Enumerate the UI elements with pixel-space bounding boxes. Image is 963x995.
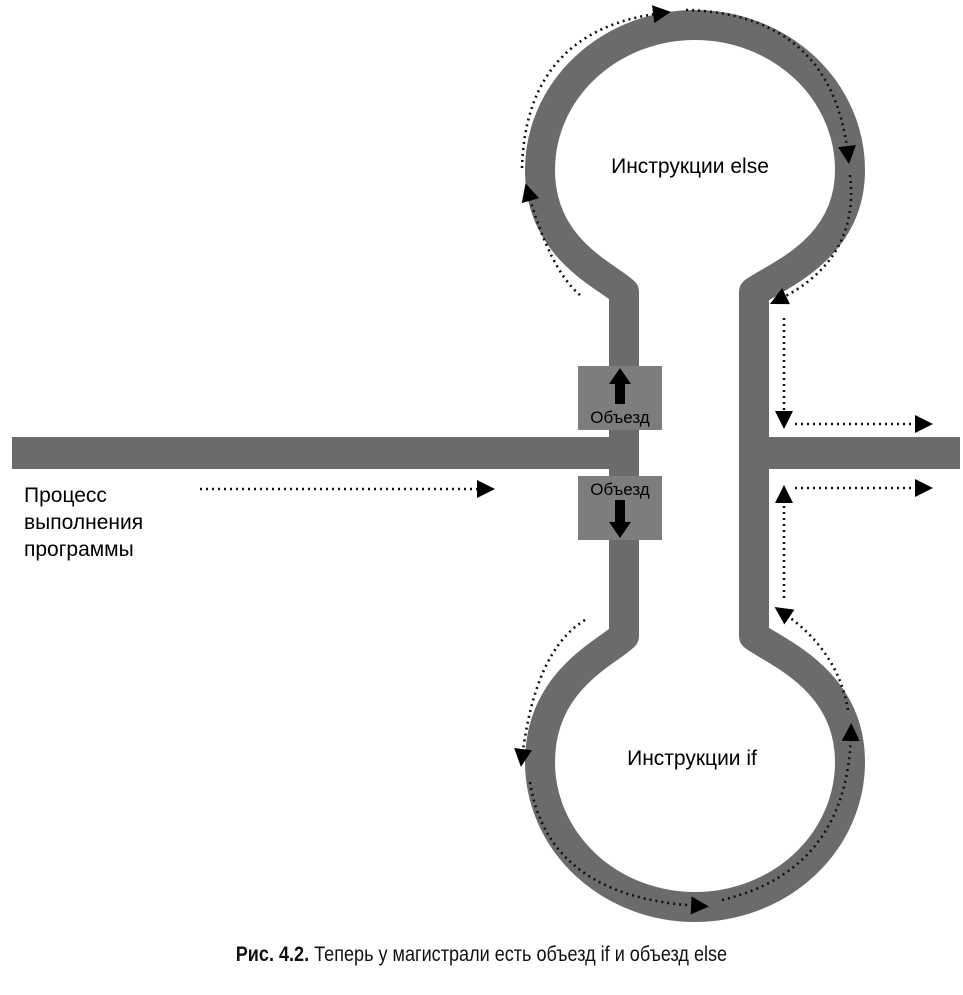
- down-arrow-icon: [609, 500, 631, 538]
- up-arrow-icon: [609, 368, 631, 404]
- flow-arrow-else-top-left: [520, 5, 671, 169]
- else-block-label: Инструкции else: [611, 155, 769, 178]
- flow-arrow-if-down: [514, 618, 586, 767]
- caption-number: Рис. 4.2.: [235, 943, 310, 966]
- flow-arrow-if-bottom-right: [721, 723, 860, 902]
- detour-label-top: Объезд: [590, 408, 650, 427]
- detour-label-bottom: Объезд: [590, 480, 650, 499]
- main-road-right: [768, 437, 960, 469]
- if-block-label: Инструкции if: [627, 747, 757, 770]
- detour-box-else: Объезд: [578, 366, 662, 430]
- detour-loop-road: [525, 10, 865, 922]
- flow-arrow-if-up: [774, 606, 850, 711]
- detour-box-if: Объезд: [578, 476, 662, 540]
- program-flow-label: Процесс выполнения программы: [24, 484, 149, 561]
- main-road-left: [12, 437, 624, 469]
- caption-text: Теперь у магистрали есть объезд if и объ…: [314, 943, 728, 966]
- figure-caption: Рис. 4.2. Теперь у магистрали есть объез…: [67, 943, 895, 967]
- flow-arrow-else-down: [769, 174, 853, 305]
